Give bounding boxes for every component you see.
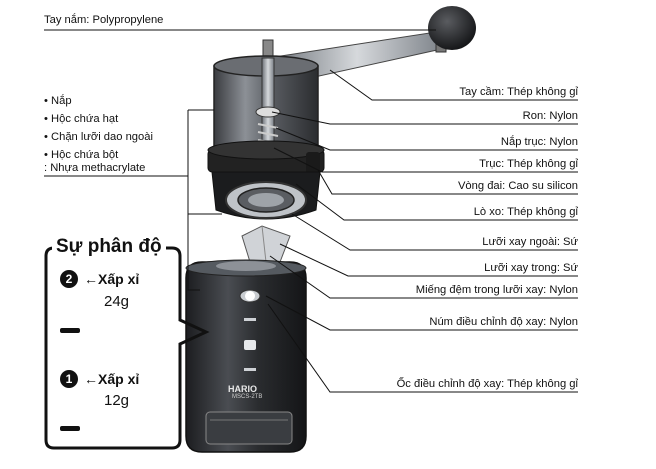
label-band: Vòng đai: Cao su silicon [457,180,578,192]
left-list-item: • Hộc chứa hạt [44,113,119,125]
label-handle: Tay cầm: Thép không gỉ [459,86,578,98]
brand-name: HARIO [228,384,257,394]
left-list-material: : Nhựa methacrylate [44,162,146,174]
knob [428,6,476,50]
label-shaft: Trục: Thép không gỉ [479,158,578,170]
level-1-badge: 1 [60,370,78,388]
level-1-approx: ←Xấp xỉ [84,371,140,387]
label-outer-burr: Lưỡi xay ngoài: Sứ [482,236,578,248]
label-gasket: Ron: Nylon [522,110,578,122]
label-shaft-cap: Nắp trục: Nylon [500,136,578,148]
left-list-item: • Hộc chứa bột [44,149,119,161]
inner-burr [241,225,291,263]
label-inner-burr: Lưỡi xay trong: Sứ [484,262,578,274]
level-2-badge: 2 [60,270,78,288]
label-knob: Tay nắm: Polypropylene [44,14,164,26]
level-tick [60,426,80,431]
level-1-amount: 12g [104,392,130,409]
left-list-item: • Chặn lưỡi dao ngoài [44,131,153,143]
brand-model: MSCS-2TB [232,394,263,400]
label-adjust-nut: Ốc điều chỉnh độ xay: Thép không gỉ [396,378,578,390]
level-2-approx: ←Xấp xỉ [84,271,140,287]
level-tick [60,328,80,333]
grounds-container [185,261,307,453]
grind-guide-title: Sự phân độ [56,236,162,257]
label-spring: Lò xo: Thép không gỉ [473,206,578,218]
label-adjust-knob: Núm điều chỉnh độ xay: Nylon [429,316,578,328]
level-2-amount: 24g [104,293,130,310]
left-list-item: • Nắp [44,95,72,107]
label-burr-washer: Miếng đệm trong lưỡi xay: Nylon [415,284,578,296]
left-part-list: • Nắp • Hộc chứa hạt • Chặn lưỡi dao ngo… [44,92,153,164]
